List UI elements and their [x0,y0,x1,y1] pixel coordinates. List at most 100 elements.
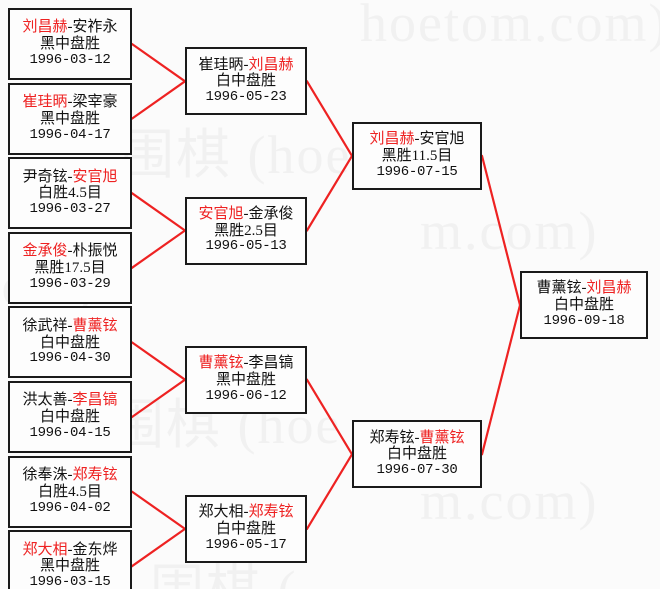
match-result: 黑中盘胜 [39,558,100,575]
player-right: 梁宰豪 [72,93,118,110]
match-players: 尹奇铉-安官旭 [22,169,117,186]
match-players: 郑大相-金东烨 [22,542,117,559]
match-date: 1996-06-12 [205,387,287,404]
match-players: 安官旭-金承俊 [198,206,293,223]
match-result: 白胜4.5目 [38,483,102,500]
player-left: 洪太善 [22,392,68,409]
match-players: 金承俊-朴振悦 [22,243,117,260]
player-left: 徐武祥 [22,317,68,334]
player-right: 安官旭 [419,131,465,148]
connector-line [130,527,187,568]
connector-line [305,378,354,456]
match-result: 白中盘胜 [39,409,100,426]
connector-line [130,490,187,530]
player-separator: - [243,56,249,73]
match-result: 黑中盘胜 [215,371,276,388]
player-separator: - [67,19,73,36]
match-result: 白中盘胜 [553,297,614,314]
player-separator: - [243,504,249,521]
match-result: 白中盘胜 [215,73,276,90]
connector-line [480,154,522,307]
watermark-text: hoetom.com) [360,0,660,53]
player-right: 安祚永 [72,19,118,36]
match-date: 1996-04-17 [29,126,111,143]
player-right: 李昌镐 [72,392,118,409]
player-left: 郑寿铉 [369,429,415,446]
player-right: 曹薰铉 [419,429,465,446]
player-left: 尹奇铉 [22,168,68,185]
player-separator: - [414,131,420,148]
player-separator: - [67,168,73,185]
match-date: 1996-03-15 [29,574,111,589]
connector-line [480,304,522,456]
player-separator: - [67,466,73,483]
player-right: 李昌镐 [248,355,294,372]
player-right: 刘昌赫 [248,56,294,73]
connector-line [305,154,354,232]
player-right: 金东烨 [72,541,118,558]
player-right: 安官旭 [72,168,118,185]
match-date: 1996-03-27 [29,201,111,218]
player-separator: - [581,280,587,297]
match-players: 崔珪昞-梁宰豪 [22,94,117,111]
match-result: 黑胜2.5目 [214,222,278,239]
match-date: 1996-04-02 [29,499,111,516]
player-separator: - [243,355,249,372]
match-players: 郑寿铉-曹薰铉 [369,430,464,447]
player-left: 曹薰铉 [536,280,582,297]
match-result: 白中盘胜 [386,446,447,463]
match-players: 曹薰铉-李昌镐 [198,355,293,372]
match-date: 1996-07-30 [376,462,458,479]
watermark-text: 围棋 (hoe [120,125,352,185]
match-result: 白中盘胜 [215,521,276,538]
player-left: 安官旭 [198,205,244,222]
match-date: 1996-09-18 [543,313,625,330]
match-date: 1996-07-15 [376,163,458,180]
match-players: 徐奉洙-郑寿铉 [22,467,117,484]
player-right: 刘昌赫 [586,280,632,297]
match-result: 黑胜17.5目 [34,259,106,276]
player-left: 徐奉洙 [22,466,68,483]
player-left: 崔珪昞 [22,93,68,110]
match-players: 曹薰铉-刘昌赫 [536,280,631,297]
connector-line [130,42,187,83]
player-separator: - [67,392,73,409]
player-right: 金承俊 [248,205,294,222]
match-result: 黑中盘胜 [39,110,100,127]
connector-line [130,378,187,419]
match-players: 崔珪昞-刘昌赫 [198,57,293,74]
player-separator: - [67,243,73,260]
match-result: 白中盘胜 [39,334,100,351]
player-right: 郑寿铉 [72,466,118,483]
player-right: 朴振悦 [72,243,118,260]
match-players: 刘昌赫-安官旭 [369,131,464,148]
connector-line [305,80,354,157]
player-separator: - [414,429,420,446]
connector-line [130,341,187,381]
match-result: 白胜4.5目 [38,185,102,202]
connector-line [305,453,354,530]
match-date: 1996-05-17 [205,536,287,553]
match-date: 1996-04-30 [29,350,111,367]
match-date: 1996-03-29 [29,275,111,292]
match-result: 黑中盘胜 [39,36,100,53]
player-right: 曹薰铉 [72,317,118,334]
connector-line [130,80,187,120]
player-separator: - [67,93,73,110]
player-left: 刘昌赫 [369,131,415,148]
